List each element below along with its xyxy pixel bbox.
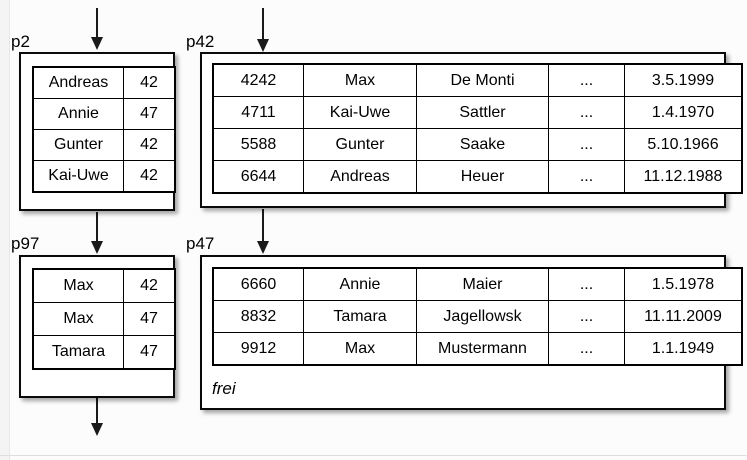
- ellipsis-cell: ...: [548, 332, 625, 366]
- page-label-p42: p42: [186, 32, 215, 51]
- index-table-p2: Andreas 42 Annie 47 Gunter 42 Kai-Uwe 42: [32, 66, 176, 193]
- page-box-p2: Andreas 42 Annie 47 Gunter 42 Kai-Uwe 42: [19, 52, 176, 211]
- firstname-cell: Kai-Uwe: [303, 96, 417, 129]
- id-cell: 5588: [212, 128, 304, 161]
- ellipsis-cell: ...: [548, 63, 625, 97]
- table-row: Kai-Uwe 42: [32, 160, 176, 193]
- key-cell: Max: [32, 302, 124, 336]
- data-table-p42: 4242 Max De Monti ... 3.5.1999 4711 Kai-…: [212, 63, 743, 194]
- arrow-p2-to-p97-head: [91, 241, 103, 254]
- pointer-cell: 47: [123, 335, 176, 370]
- arrow-into-p42-line: [262, 8, 264, 40]
- table-row: Max 42: [32, 268, 176, 303]
- arrow-into-p2-head: [91, 37, 103, 50]
- date-cell: 11.12.1988: [624, 160, 743, 194]
- id-cell: 8832: [212, 300, 304, 333]
- firstname-cell: Gunter: [303, 128, 417, 161]
- data-table-p47: 6660 Annie Maier ... 1.5.1978 8832 Tamar…: [212, 267, 743, 366]
- ellipsis-cell: ...: [548, 267, 625, 301]
- page-label-p97: p97: [11, 234, 40, 253]
- slide-bottom-edge: [0, 455, 747, 456]
- pointer-cell: 47: [123, 98, 176, 130]
- table-row: 6644 Andreas Heuer ... 11.12.1988: [212, 160, 743, 194]
- table-row: Max 47: [32, 302, 176, 336]
- arrow-p42-to-p47-line: [262, 209, 264, 242]
- date-cell: 1.5.1978: [624, 267, 743, 301]
- table-row: Andreas 42: [32, 66, 176, 99]
- table-row: 6660 Annie Maier ... 1.5.1978: [212, 267, 743, 301]
- pointer-cell: 47: [123, 302, 176, 336]
- table-row: Annie 47: [32, 98, 176, 130]
- pointer-cell: 42: [123, 66, 176, 99]
- arrow-p42-to-p47-head: [257, 241, 269, 254]
- firstname-cell: Andreas: [303, 160, 417, 194]
- ellipsis-cell: ...: [548, 96, 625, 129]
- page-box-p47: 6660 Annie Maier ... 1.5.1978 8832 Tamar…: [200, 255, 743, 410]
- id-cell: 4242: [212, 63, 304, 97]
- firstname-cell: Max: [303, 63, 417, 97]
- table-row: 8832 Tamara Jagellowsk ... 11.11.2009: [212, 300, 743, 333]
- table-row: Gunter 42: [32, 129, 176, 161]
- table-row: 5588 Gunter Saake ... 5.10.1966: [212, 128, 743, 161]
- free-space-label: frei: [212, 379, 236, 398]
- id-cell: 4711: [212, 96, 304, 129]
- lastname-cell: Sattler: [416, 96, 549, 129]
- date-cell: 1.4.1970: [624, 96, 743, 129]
- table-row: 4711 Kai-Uwe Sattler ... 1.4.1970: [212, 96, 743, 129]
- arrow-into-p42-head: [257, 39, 269, 52]
- lastname-cell: Mustermann: [416, 332, 549, 366]
- lastname-cell: De Monti: [416, 63, 549, 97]
- firstname-cell: Annie: [303, 267, 417, 301]
- lastname-cell: Saake: [416, 128, 549, 161]
- ellipsis-cell: ...: [548, 300, 625, 333]
- firstname-cell: Max: [303, 332, 417, 366]
- pointer-cell: 42: [123, 129, 176, 161]
- pointer-cell: 42: [123, 268, 176, 303]
- page-label-p2: p2: [11, 32, 30, 51]
- lastname-cell: Maier: [416, 267, 549, 301]
- key-cell: Andreas: [32, 66, 124, 99]
- id-cell: 6660: [212, 267, 304, 301]
- arrow-out-of-p97-line: [96, 398, 98, 424]
- page-box-p97: Max 42 Max 47 Tamara 47: [19, 255, 176, 398]
- ellipsis-cell: ...: [548, 160, 625, 194]
- table-row: 4242 Max De Monti ... 3.5.1999: [212, 63, 743, 97]
- lastname-cell: Jagellowsk: [416, 300, 549, 333]
- date-cell: 1.1.1949: [624, 332, 743, 366]
- firstname-cell: Tamara: [303, 300, 417, 333]
- arrow-into-p2-line: [96, 8, 98, 38]
- pointer-cell: 42: [123, 160, 176, 193]
- date-cell: 3.5.1999: [624, 63, 743, 97]
- index-table-p97: Max 42 Max 47 Tamara 47: [32, 268, 176, 370]
- table-row: 9912 Max Mustermann ... 1.1.1949: [212, 332, 743, 366]
- id-cell: 9912: [212, 332, 304, 366]
- key-cell: Kai-Uwe: [32, 160, 124, 193]
- arrow-p2-to-p97-line: [96, 212, 98, 242]
- slide-left-edge: [0, 0, 10, 460]
- ellipsis-cell: ...: [548, 128, 625, 161]
- id-cell: 6644: [212, 160, 304, 194]
- date-cell: 11.11.2009: [624, 300, 743, 333]
- table-row: Tamara 47: [32, 335, 176, 370]
- arrow-out-of-p97-head: [91, 423, 103, 436]
- page-label-p47: p47: [186, 234, 215, 253]
- page-box-p42: 4242 Max De Monti ... 3.5.1999 4711 Kai-…: [200, 52, 743, 208]
- key-cell: Max: [32, 268, 124, 303]
- date-cell: 5.10.1966: [624, 128, 743, 161]
- key-cell: Tamara: [32, 335, 124, 370]
- key-cell: Annie: [32, 98, 124, 130]
- lastname-cell: Heuer: [416, 160, 549, 194]
- key-cell: Gunter: [32, 129, 124, 161]
